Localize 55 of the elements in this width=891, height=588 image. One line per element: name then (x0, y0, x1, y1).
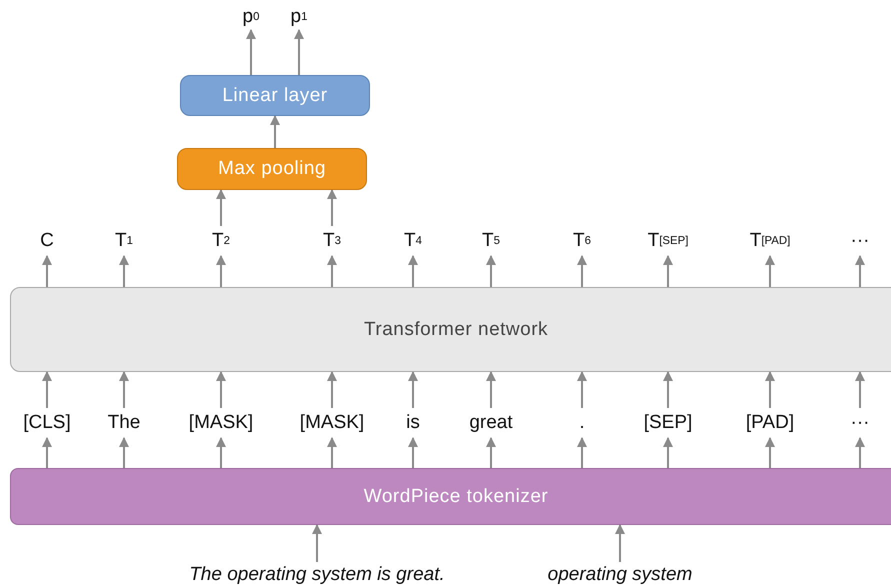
layer-box: Max pooling (177, 148, 367, 190)
token-label: [CLS] (19, 408, 75, 438)
token-label: . (574, 408, 590, 438)
arrow (855, 437, 865, 468)
arrow (765, 255, 775, 287)
token-label: ··· (840, 408, 880, 438)
arrow (327, 437, 337, 468)
arrow (765, 437, 775, 468)
tokenizer-box: WordPiece tokenizer (10, 468, 891, 525)
arrow (486, 371, 496, 408)
arrow (486, 255, 496, 287)
arrow (42, 437, 52, 468)
arrow (216, 189, 226, 226)
arrow (663, 371, 673, 408)
network-box: Transformer network (10, 287, 891, 372)
token-label: C (29, 226, 65, 256)
arrow (119, 255, 129, 287)
input-text: The operating system is great. (156, 562, 478, 588)
arrow (615, 524, 625, 562)
token-label: great (461, 408, 521, 438)
arrow (577, 255, 587, 287)
arrow (327, 189, 337, 226)
token-label: [MASK] (290, 408, 374, 438)
token-label: [SEP] (636, 408, 700, 438)
arrow (216, 255, 226, 287)
token-label: [PAD] (738, 408, 802, 438)
arrow (663, 437, 673, 468)
arrow (327, 255, 337, 287)
arrow (312, 524, 322, 562)
input-text: operating system (528, 562, 712, 588)
arrow (246, 29, 256, 75)
arrow (577, 371, 587, 408)
arrow (119, 371, 129, 408)
token-label: The (102, 408, 146, 438)
arrow (216, 437, 226, 468)
layer-box: Linear layer (180, 75, 370, 116)
token-label: [MASK] (179, 408, 263, 438)
arrow (294, 29, 304, 75)
arrow (408, 371, 418, 408)
arrow (42, 255, 52, 287)
arrow (486, 437, 496, 468)
arrow (577, 437, 587, 468)
arrow (663, 255, 673, 287)
arrow (327, 371, 337, 408)
token-label: is (401, 408, 425, 438)
arrow (408, 437, 418, 468)
token-label: ··· (840, 226, 880, 256)
arrow (855, 255, 865, 287)
arrow (765, 371, 775, 408)
arrow (270, 115, 280, 148)
arrow (855, 371, 865, 408)
arrow (216, 371, 226, 408)
arrow (42, 371, 52, 408)
arrow (408, 255, 418, 287)
arrow (119, 437, 129, 468)
